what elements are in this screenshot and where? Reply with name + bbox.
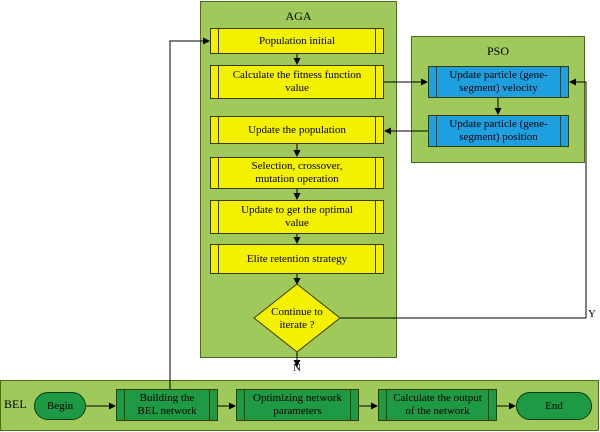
elite-retention-box: Elite retention strategy (210, 244, 384, 274)
end-terminal: End (516, 392, 592, 420)
begin-label: Begin (46, 400, 74, 412)
aga-title: AGA (285, 9, 312, 23)
begin-terminal: Begin (34, 392, 86, 420)
position-line2: segment) position (459, 131, 538, 143)
selection-line1: Selection, crossover, (251, 160, 343, 172)
yes-label: Y (588, 308, 596, 320)
update-population-label: Update the population (248, 123, 346, 136)
update-velocity-box: Update particle (gene-segment) velocity (428, 66, 569, 98)
optimal-line2: value (285, 217, 309, 229)
population-initial-label: Population initial (258, 34, 336, 47)
calc-fitness-line1: Calculate the fitness function (232, 69, 362, 81)
optimal-line1: Update to get the optimal (241, 204, 353, 216)
build-line2: BEL network (137, 405, 197, 417)
calc-fitness-line2: value (285, 82, 309, 94)
position-line1: Update particle (gene- (449, 118, 548, 130)
selection-line2: mutation operation (255, 173, 339, 185)
update-population-box: Update the population (210, 116, 384, 144)
build-line1: Building the (139, 392, 195, 404)
bel-title: BEL (4, 397, 27, 411)
decision-line2: iterate ? (279, 319, 315, 331)
output-line1: Calculate the output (393, 392, 482, 404)
optimize-line1: Optimizing network (253, 392, 342, 404)
arrow-decision-yes-loop (340, 78, 587, 319)
velocity-line2: segment) velocity (459, 82, 538, 94)
optimize-line2: parameters (273, 405, 322, 417)
output-line2: of the network (405, 405, 470, 417)
decision-line1: Continue to (271, 306, 323, 318)
selection-box: Selection, crossover,mutation operation (210, 157, 384, 189)
pso-title: PSO (486, 44, 509, 58)
update-position-box: Update particle (gene-segment) position (428, 115, 569, 147)
velocity-line1: Update particle (gene- (449, 69, 548, 81)
population-initial-box: Population initial (210, 28, 384, 54)
elite-retention-label: Elite retention strategy (246, 252, 348, 265)
no-label: N (293, 362, 301, 374)
end-label: End (545, 400, 563, 412)
decision-diamond (253, 283, 341, 353)
arrow-build-to-population (169, 37, 210, 389)
